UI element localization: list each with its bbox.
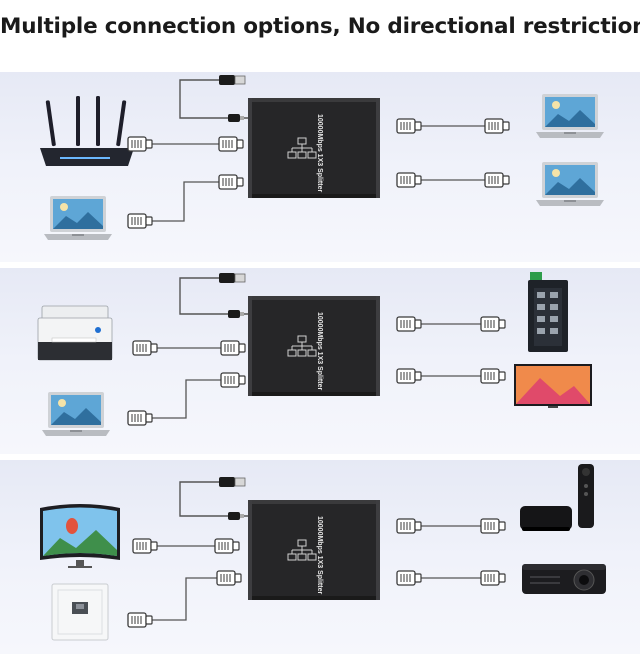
projector-icon bbox=[522, 564, 606, 594]
monitor-icon bbox=[40, 504, 120, 568]
splitter-device bbox=[248, 296, 380, 396]
power-cable bbox=[179, 277, 248, 315]
ethernet-plug-icon bbox=[484, 118, 510, 134]
scenario-3: 10000Mbps 1X3 Splitter bbox=[40, 464, 606, 641]
network-switch-icon bbox=[528, 272, 568, 352]
ethernet-plug-icon bbox=[132, 340, 158, 356]
ethernet-plug-icon bbox=[127, 213, 153, 229]
tv-icon bbox=[514, 364, 592, 408]
ethernet-plug-icon bbox=[396, 368, 422, 384]
ethernet-plug-icon bbox=[396, 518, 422, 534]
laptop-icon bbox=[536, 94, 604, 138]
ethernet-plug-icon bbox=[396, 118, 422, 134]
micro-usb-plug-icon bbox=[228, 512, 244, 520]
ethernet-plug-icon bbox=[484, 172, 510, 188]
ethernet-plug-icon bbox=[396, 172, 422, 188]
streaming-box-icon bbox=[520, 464, 594, 531]
ethernet-plug-icon bbox=[218, 136, 244, 152]
wall-ethernet-port-icon bbox=[51, 583, 109, 641]
ethernet-plug-icon bbox=[480, 518, 506, 534]
splitter-device bbox=[248, 500, 380, 600]
printer-icon bbox=[37, 305, 113, 361]
usb-plug-icon bbox=[218, 476, 246, 488]
splitter-device bbox=[248, 98, 380, 198]
ethernet-plug-icon bbox=[218, 174, 244, 190]
micro-usb-plug-icon bbox=[228, 114, 244, 122]
ethernet-plug-icon bbox=[480, 368, 506, 384]
laptop-icon bbox=[42, 392, 110, 436]
micro-usb-plug-icon bbox=[228, 310, 244, 318]
ethernet-plug-icon bbox=[480, 570, 506, 586]
ethernet-plug-icon bbox=[214, 538, 240, 554]
ethernet-plug-icon bbox=[216, 570, 242, 586]
splitter-label: 10000Mbps 1X3 Splitter bbox=[316, 312, 323, 390]
ethernet-plug-icon bbox=[127, 136, 153, 152]
ethernet-plug-icon bbox=[127, 612, 153, 628]
laptop-icon bbox=[44, 196, 112, 240]
ethernet-plug-icon bbox=[220, 340, 246, 356]
splitter-label: 10000Mbps 1X3 Splitter bbox=[316, 114, 323, 192]
power-cable bbox=[179, 79, 248, 119]
ethernet-plug-icon bbox=[132, 538, 158, 554]
ethernet-plug-icon bbox=[396, 316, 422, 332]
scenario-1: 10000Mbps 1X3 Splitter bbox=[40, 74, 604, 240]
ethernet-plug-icon bbox=[220, 372, 246, 388]
usb-plug-icon bbox=[218, 74, 246, 86]
laptop-icon bbox=[536, 162, 604, 206]
page-title: Multiple connection options, No directio… bbox=[0, 14, 640, 39]
usb-plug-icon bbox=[218, 272, 246, 284]
ethernet-plug-icon bbox=[396, 570, 422, 586]
ethernet-plug-icon bbox=[127, 410, 153, 426]
ethernet-plug-icon bbox=[480, 316, 506, 332]
splitter-label: 10000Mbps 1X3 Splitter bbox=[316, 516, 323, 594]
scenario-2: 10000Mbps 1X3 Splitter bbox=[37, 272, 592, 436]
power-cable bbox=[179, 481, 248, 517]
router-icon bbox=[40, 96, 134, 166]
